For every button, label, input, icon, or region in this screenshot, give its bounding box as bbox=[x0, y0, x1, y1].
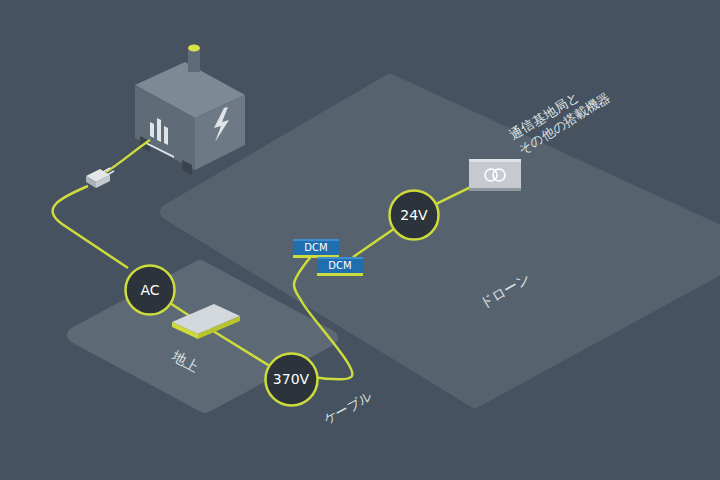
icon-ring bbox=[493, 169, 505, 181]
node-label: 24V bbox=[400, 207, 427, 223]
circle-shape bbox=[390, 191, 439, 240]
node-label: DCM bbox=[304, 242, 327, 254]
chimney-cap bbox=[188, 45, 200, 52]
dcm-module: DCM bbox=[293, 239, 339, 258]
generator bbox=[135, 45, 245, 176]
node-label: DCM bbox=[328, 260, 351, 272]
generator-right bbox=[195, 95, 245, 170]
equipment-label: 通信基地局と その他の搭載機器 bbox=[507, 71, 620, 159]
circle-shape bbox=[126, 266, 175, 315]
antenna-icon bbox=[469, 162, 521, 188]
plug bbox=[86, 168, 114, 188]
generator-foot bbox=[182, 160, 192, 175]
power-wire bbox=[53, 186, 128, 268]
lightning-icon bbox=[214, 107, 229, 142]
node-label: AC bbox=[140, 282, 159, 298]
equipment-box: 通信基地局と その他の搭載機器 bbox=[469, 159, 521, 191]
generator-left bbox=[135, 85, 195, 170]
voltage-circle: 370V bbox=[264, 352, 319, 407]
voltage-circle: AC bbox=[124, 264, 176, 316]
generator-chimney bbox=[188, 48, 200, 72]
voltage-circle: 24V bbox=[388, 189, 440, 241]
cable-label: ケーブル bbox=[321, 388, 375, 428]
bar-icon bbox=[146, 118, 174, 158]
circle-shape bbox=[265, 353, 317, 405]
dcm-module: DCM bbox=[317, 257, 363, 276]
node-label: 370V bbox=[273, 371, 309, 387]
power-wire bbox=[106, 140, 150, 172]
region-fill bbox=[168, 82, 720, 400]
